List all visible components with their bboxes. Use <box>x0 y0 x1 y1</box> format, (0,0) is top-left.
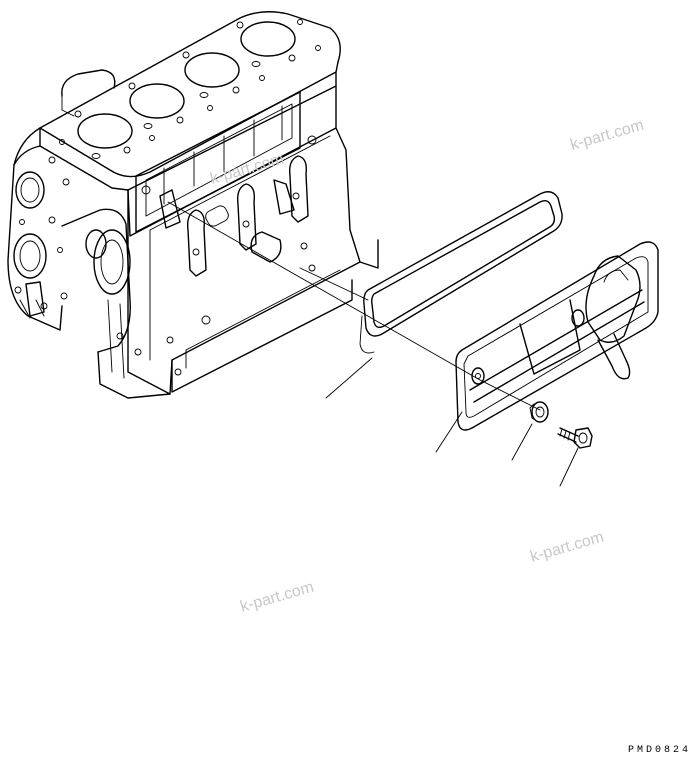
watermark-2: k-part.com <box>568 117 645 154</box>
center-lines <box>167 201 541 411</box>
cover-gasket <box>359 191 563 354</box>
engine-block <box>7 11 379 399</box>
reference-leader-lines <box>325 357 579 487</box>
bolt <box>557 427 593 449</box>
watermark-3: k-part.com <box>528 529 605 566</box>
side-cover <box>455 241 659 431</box>
drawing-code: PMD0824 <box>628 745 691 756</box>
watermark-4: k-part.com <box>238 579 315 616</box>
washer <box>529 401 549 423</box>
